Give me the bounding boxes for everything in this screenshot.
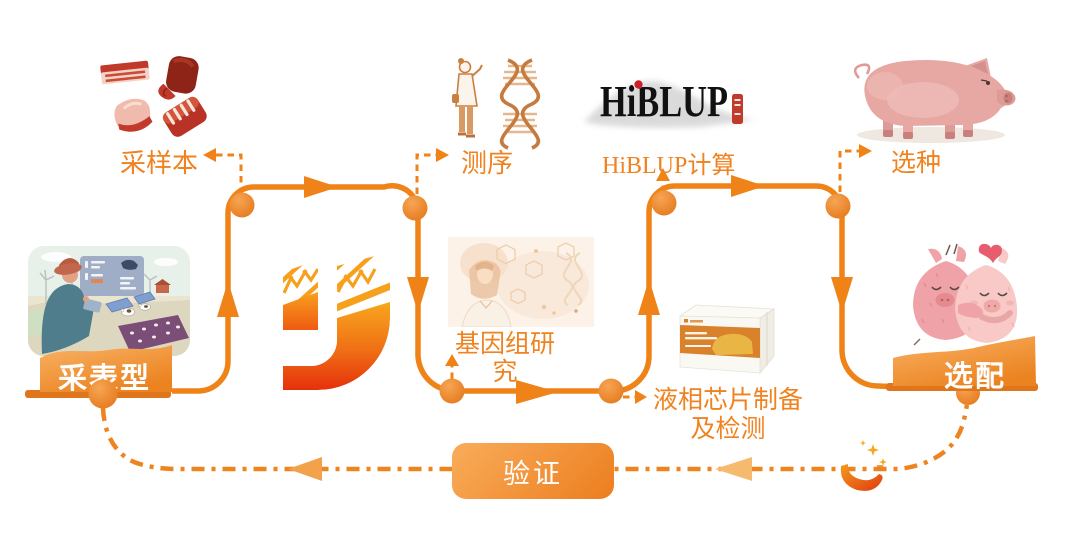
arrow-right-top-left [304, 176, 338, 198]
company-logo [283, 252, 390, 390]
arrow-right-mid [516, 380, 558, 404]
hug-arm [958, 302, 984, 318]
scientist-figure [452, 58, 483, 138]
hiblup-i-dot [634, 80, 643, 89]
dna-faded [562, 252, 584, 306]
chip-kit-box [678, 304, 776, 375]
cured-meat [158, 56, 199, 100]
arrow-down-mid [407, 277, 429, 313]
arrow-down-right [831, 277, 853, 313]
person-with-tablet [41, 257, 102, 354]
label-hiblup-compute: HiBLUP计算 [602, 153, 736, 179]
label-collect-sample: 采样本 [120, 149, 199, 178]
speckles [921, 272, 945, 324]
logo-left-glyph [283, 260, 318, 330]
flow-nodes [229, 190, 980, 405]
logo-shadow [584, 81, 754, 128]
validation-button: 验证 [452, 443, 614, 499]
purple-field [118, 315, 189, 352]
pig-illustration [853, 58, 1016, 143]
label-chip-prep: 液相芯片制备及检测 [652, 387, 803, 443]
label-sequencing: 测序 [461, 149, 514, 178]
connector-sequencing [415, 153, 437, 194]
mating-banner [886, 336, 1038, 391]
pork-belly [100, 60, 150, 85]
hiblup-logo: HiBLUP [584, 77, 754, 128]
red-seal [732, 94, 743, 124]
ribs [162, 96, 207, 137]
return-arrow-left [288, 457, 322, 481]
sequencing-illustration [452, 58, 541, 150]
arrow-right-top-right [731, 175, 765, 197]
mini-logo [840, 440, 887, 491]
arrow-up-right [638, 279, 660, 315]
motion-marks [945, 243, 958, 256]
kit-pig-graphic [712, 333, 753, 355]
connector-sample [214, 153, 243, 194]
pig-silhouette-on-screen [121, 259, 138, 270]
pig-body [864, 58, 1016, 139]
farm-phenotyping-illustration [28, 246, 190, 356]
label-connectors [214, 149, 860, 399]
mating-banner-label: 选配 [944, 361, 1007, 393]
label-selection: 选种 [891, 150, 942, 177]
hexagons [496, 242, 575, 305]
barn [154, 279, 171, 293]
start-node [88, 379, 118, 409]
dna-helix [499, 58, 541, 150]
lab-researcher-photo [448, 237, 594, 327]
connector-selection [838, 149, 860, 192]
researcher-face [461, 260, 512, 327]
cows [120, 303, 151, 317]
sparkles [860, 440, 887, 466]
connector-arrowheads [203, 144, 872, 404]
solar-panels [105, 291, 156, 313]
label-genome-research: 基因组研究 [454, 331, 555, 386]
ham-cut [114, 98, 153, 132]
pig-shadow [857, 127, 1005, 143]
hiblup-logo-text: HiBLUP [600, 77, 728, 126]
flow-arrows [217, 175, 853, 404]
logo-right-glyph [283, 252, 390, 390]
meat-samples-illustration [100, 56, 207, 137]
return-arrow-right [715, 457, 752, 481]
heart [978, 243, 1002, 263]
arrow-up-left [217, 281, 239, 317]
pig-couple-illustration [913, 243, 1023, 349]
